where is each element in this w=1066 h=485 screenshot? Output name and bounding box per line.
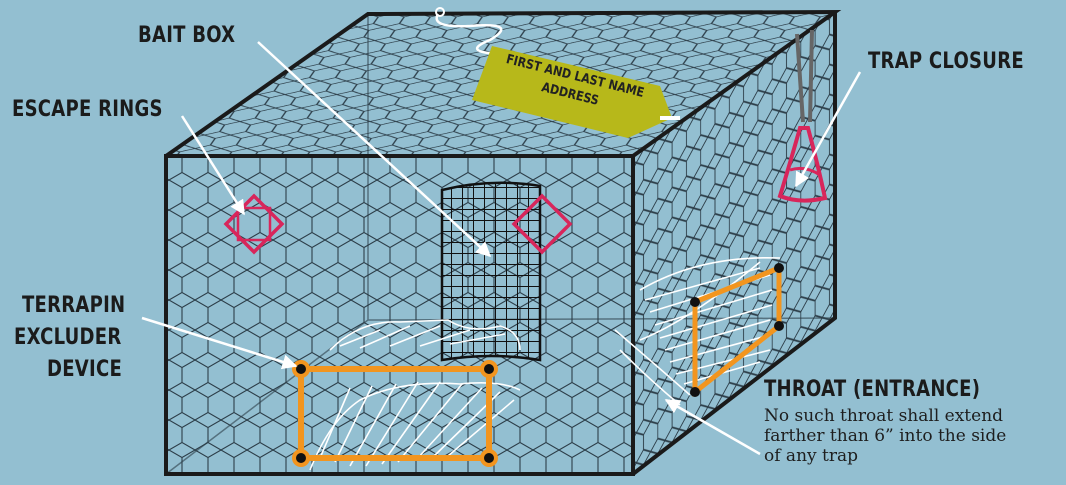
label-bait-box: BAIT BOX bbox=[138, 23, 236, 48]
throat-note-line1: No such throat shall extend bbox=[764, 406, 1004, 426]
pointer-bait-box bbox=[257, 41, 492, 258]
pointer-escape-rings bbox=[180, 115, 246, 216]
trap-closure bbox=[777, 29, 828, 203]
label-throat: THROAT (ENTRANCE) bbox=[764, 377, 981, 402]
pointer-terrapin bbox=[141, 316, 298, 370]
id-tag bbox=[435, 7, 680, 138]
terrapin-excluder bbox=[292, 360, 498, 467]
pointer-throat bbox=[664, 398, 761, 456]
label-terrapin-line1: TERRAPIN bbox=[22, 293, 126, 318]
side-excluder bbox=[690, 263, 784, 398]
throat-note-line2: farther than 6” into the side bbox=[764, 426, 1007, 446]
side-throat-funnel bbox=[614, 256, 781, 406]
label-terrapin-line2: EXCLUDER bbox=[14, 325, 122, 350]
throat-note-line3: of any trap bbox=[764, 446, 858, 466]
label-trap-closure: TRAP CLOSURE bbox=[868, 49, 1024, 74]
pointer-trap-closure bbox=[794, 71, 862, 188]
escape-ring-left-inner bbox=[236, 206, 272, 242]
escape-ring-right bbox=[511, 193, 573, 255]
label-escape-rings: ESCAPE RINGS bbox=[12, 97, 163, 122]
pointer-lines bbox=[141, 41, 862, 456]
label-terrapin-line3: DEVICE bbox=[47, 357, 123, 382]
